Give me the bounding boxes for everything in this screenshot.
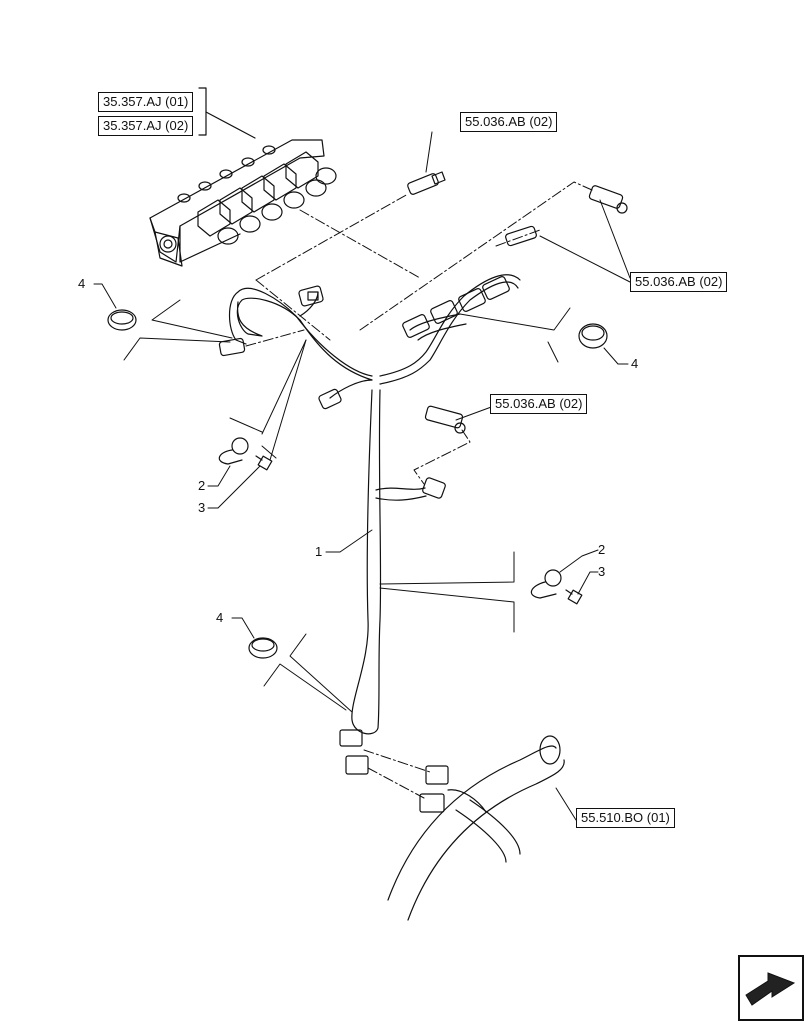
bolt-right: [565, 589, 583, 605]
sensor-reference-mid[interactable]: 55.036.AB (02): [490, 394, 588, 414]
assembly-line-5: [245, 329, 305, 347]
ring-upper-left: [107, 309, 137, 331]
clip-right: [530, 569, 562, 599]
harness-connectors: [218, 276, 510, 813]
callout-ring-upper-left: 4: [78, 276, 86, 291]
callout-clip-right: 2: [598, 542, 606, 557]
callout-harness-main: 1: [315, 544, 323, 559]
callout-clip-left: 2: [198, 478, 206, 493]
control-valve-block: [149, 139, 337, 267]
ring-right: [578, 323, 608, 349]
sensor-reference-right[interactable]: 55.036.AB (02): [630, 272, 728, 292]
pressure-sensor-right-1: [588, 185, 628, 214]
sensor-reference-top[interactable]: 55.036.AB (02): [460, 112, 558, 132]
assembly-line-1: [255, 193, 409, 281]
external-harness: [387, 735, 565, 921]
ring-lower: [248, 637, 278, 659]
callout-bolt-right: 3: [598, 564, 606, 579]
assembly-line-3: [359, 181, 593, 331]
pressure-sensor-right-2: [505, 225, 537, 247]
harness-reference[interactable]: 55.510.BO (01): [576, 808, 675, 828]
pressure-sensor-top: [407, 171, 446, 195]
bolt-left: [255, 455, 273, 471]
clip-left: [218, 437, 249, 465]
assembly-line-9: [495, 229, 541, 247]
valve-reference-bracket: [198, 87, 207, 136]
valve-reference-01[interactable]: 35.357.AJ (01): [98, 92, 194, 112]
assembly-line-7: [363, 749, 431, 773]
pressure-sensor-mid: [424, 405, 466, 434]
callout-ring-right: 4: [631, 356, 639, 371]
valve-reference-02[interactable]: 35.357.AJ (02): [98, 116, 194, 136]
assembly-line-8: [367, 767, 425, 799]
valve-leader: [205, 111, 256, 139]
callout-ring-lower: 4: [216, 610, 224, 625]
harness-exploded-diagram: [93, 87, 631, 921]
assembly-line-4: [299, 209, 421, 279]
assembly-line-2: [255, 279, 331, 341]
main-wiring-harness: [228, 274, 521, 735]
next-page-arrow-icon[interactable]: [738, 955, 804, 1021]
assembly-line-6: [413, 429, 471, 485]
callout-bolt-left: 3: [198, 500, 206, 515]
